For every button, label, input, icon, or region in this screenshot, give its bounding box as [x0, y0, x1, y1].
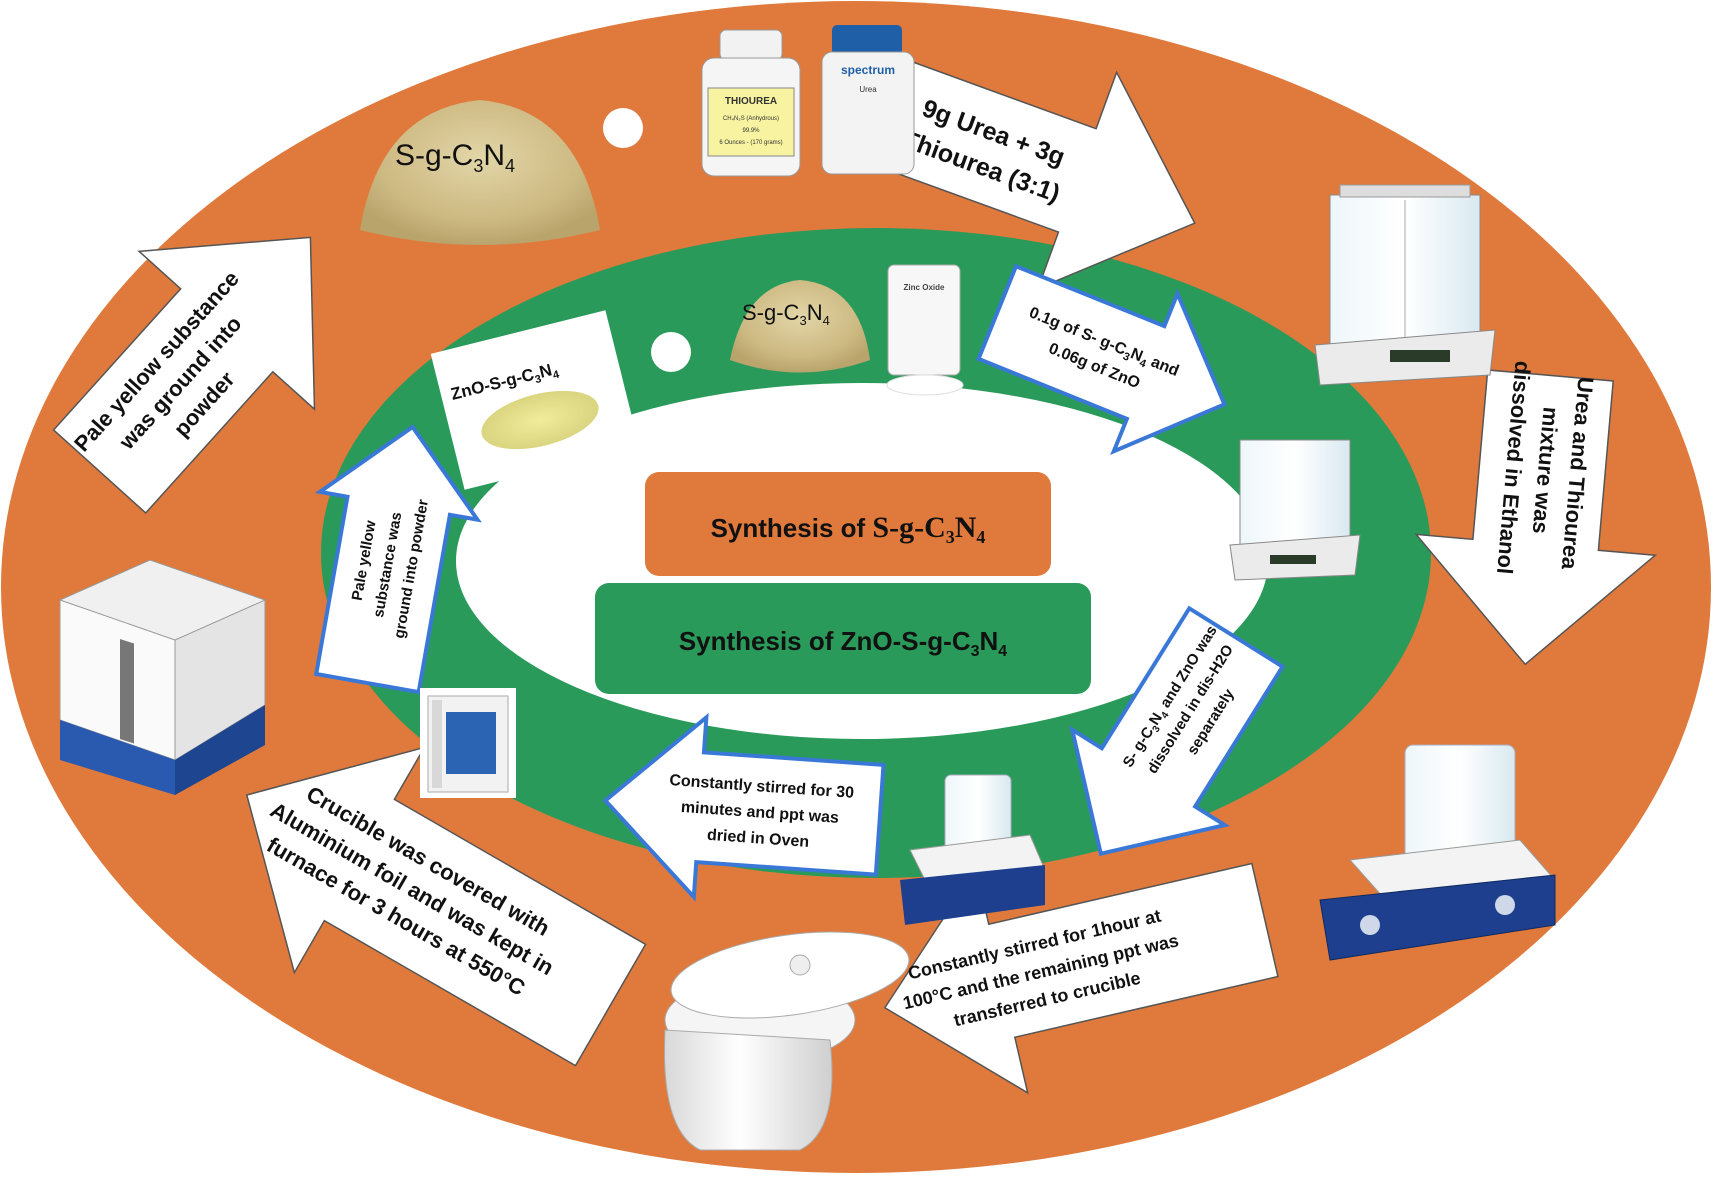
furnace-image [59, 559, 266, 795]
sgcn-powder-image: S-g-C3N4 [360, 100, 600, 245]
svg-text:S-g-C3N4: S-g-C3N4 [395, 139, 515, 176]
svg-text:THIOUREA: THIOUREA [725, 96, 777, 107]
title-sgcn: Synthesis of S-g-C3N4 [711, 511, 986, 547]
svg-text:99.9%: 99.9% [742, 128, 760, 134]
inner-arrow-ground: Pale yellow substance was ground into po… [313, 424, 482, 695]
zno-powder-image: ZnO-S-g-C3N4 [430, 310, 640, 490]
inner-arrow-dissolve: S- g-C3N4 and ZnO was dissolved in dis-H… [1069, 605, 1286, 857]
svg-text:S-g-C3N4: S-g-C3N4 [742, 300, 830, 328]
svg-text:6 Ounces - (170 grams): 6 Ounces - (170 grams) [719, 140, 782, 146]
svg-text:Urea: Urea [859, 85, 877, 94]
thiourea-bottle-image: THIOUREA CH₄N₂S (Anhydrous) 99.9% 6 Ounc… [701, 29, 801, 177]
title-box-sgcn [645, 472, 1051, 576]
zinc-oxide-bottle-image: Zinc Oxide [886, 264, 964, 396]
svg-text:Zinc Oxide: Zinc Oxide [904, 283, 945, 292]
inner-arrow-weigh: 0.1g of S- g-C3N4 and 0.06g of ZnO [975, 263, 1228, 456]
inner-arrow-oven: Constantly stirred for 30 minutes and pp… [602, 712, 886, 902]
title-box-zno-sgcn [595, 583, 1091, 694]
separator-dot-outer [603, 108, 643, 148]
stirrer-image-inner [900, 774, 1046, 925]
balance-image-inner [1229, 439, 1361, 581]
title-zno-sgcn: Synthesis of ZnO-S-g-C3N4 [679, 626, 1007, 660]
balance-image-outer [1314, 184, 1496, 386]
oven-image [420, 688, 516, 798]
crucible-image [663, 931, 910, 1151]
urea-bottle-image: spectrum Urea [821, 25, 915, 175]
svg-text:CH₄N₂S (Anhydrous): CH₄N₂S (Anhydrous) [723, 116, 779, 122]
outer-arrow-dissolved-ethanol: Urea and Thiourea mixture was dissolved … [1414, 360, 1658, 666]
svg-text:spectrum: spectrum [841, 63, 895, 77]
separator-dot-inner [651, 332, 691, 372]
outer-arrow-urea-thiourea: 9g Urea + 3g Thiourea (3:1) [874, 61, 1196, 290]
inner-powder-image: S-g-C3N4 [730, 280, 870, 373]
stirrer-image-outer [1319, 744, 1556, 961]
